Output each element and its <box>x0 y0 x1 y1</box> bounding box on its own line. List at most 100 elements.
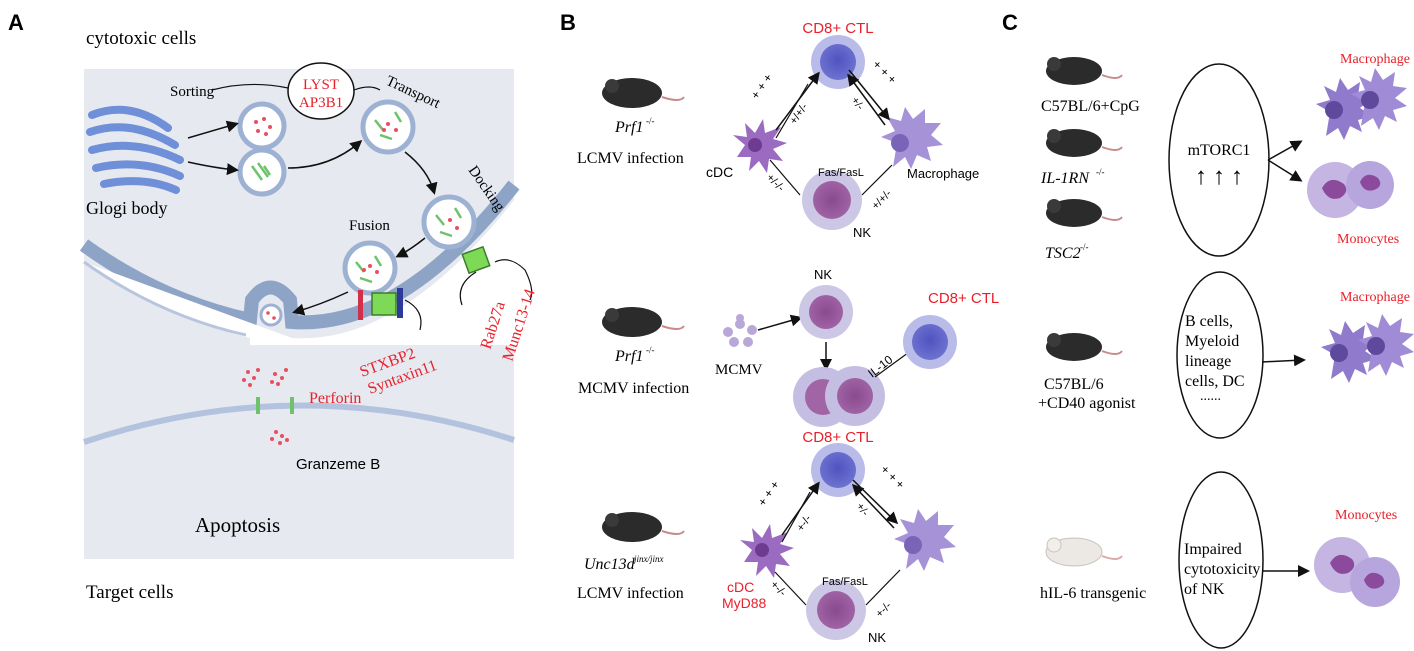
sorting-line <box>211 83 289 91</box>
pm-10: +/- <box>854 501 872 519</box>
il1rn-label: IL-1RN <box>1040 170 1090 187</box>
rab27a-complex <box>461 245 491 275</box>
arrow-golgi-to-granule <box>187 120 239 139</box>
prf1-b-label: Prf1 <box>614 348 643 365</box>
synapse-gap <box>84 200 514 345</box>
prf1-b-sup: -/- <box>646 345 655 355</box>
monocyte-cluster-1 <box>1307 161 1394 218</box>
vesicle-perforin-1 <box>237 147 287 197</box>
bcells-line-2: Myeloid <box>1185 333 1239 350</box>
nk-a-label: NK <box>853 225 871 240</box>
arrow-to-docking <box>404 151 438 195</box>
perforin-pore <box>256 397 294 414</box>
inhibit-nk-to-mac-b <box>865 569 901 606</box>
ap3b1-label: AP3B1 <box>299 95 343 111</box>
fas-a-label: Fas/FasL <box>818 167 864 179</box>
lyst-label: LYST <box>303 77 339 93</box>
bcells-line-1: B cells, <box>1185 313 1233 330</box>
fusion-label: Fusion <box>349 218 390 234</box>
lyst-ellipse <box>287 62 355 120</box>
mtorc1-ellipse <box>1168 63 1270 257</box>
perforin-label: Perforin <box>309 390 361 407</box>
pm-8: +-/- <box>795 513 815 534</box>
panel-a: A cytotoxic cells Glogi body <box>8 10 539 603</box>
bcells-line-3: lineage <box>1185 353 1231 370</box>
arrow-to-macrophage-2 <box>1261 354 1306 367</box>
macrophage-2-label: Macrophage <box>1340 290 1410 305</box>
cytotoxic-cells-label: cytotoxic cells <box>86 28 196 49</box>
tsc2-sup: -/- <box>1080 242 1089 252</box>
arrow-to-release <box>292 291 349 316</box>
inhibit-nk-to-cdc-a <box>769 159 801 196</box>
monocytes-2-label: Monocytes <box>1335 508 1397 523</box>
lcmv-b-label: LCMV infection <box>577 585 684 602</box>
syntaxin-red-bar <box>358 290 363 320</box>
inhibit-nk-to-cdc-b <box>774 571 807 606</box>
panel-b-letter: B <box>560 10 576 35</box>
panel-a-letter: A <box>8 10 24 35</box>
vesicle-granule-1 <box>237 101 287 151</box>
pm-12: +-/- <box>874 600 895 621</box>
panel-c-letter: C <box>1002 10 1018 35</box>
bcells-line-5: ...... <box>1200 389 1221 404</box>
inhibit-nk-to-mac-a <box>861 164 893 196</box>
pm-11: +-/- <box>768 579 789 600</box>
fas-b-label: Fas/FasL <box>822 576 868 588</box>
mouse-c57-cpg <box>1046 57 1123 85</box>
pm-9: + + + <box>878 462 907 491</box>
cd8-top-label: CD8+ CTL <box>802 20 873 37</box>
nk-cell-a <box>802 170 862 230</box>
pm-4: +/- <box>849 95 867 113</box>
cdc-a-label: cDC <box>706 164 733 180</box>
il10-label: IL-10 <box>865 352 895 380</box>
target-membrane <box>83 402 515 445</box>
cdc-b-label: cDC <box>727 579 754 595</box>
myd88-label: MyD88 <box>722 595 767 611</box>
vesicle-released <box>259 303 283 327</box>
mtorc1-label: mTORC1 <box>1188 142 1251 159</box>
vesicle-mixed-transport <box>360 99 416 155</box>
pm-1: + + + <box>748 71 775 102</box>
macrophage-cell-b <box>894 509 956 571</box>
golgi-label: Glogi body <box>86 198 168 218</box>
cytotoxic-membrane <box>79 180 520 330</box>
mtorc1-arrows: ↑ ↑ ↑ <box>1195 164 1243 190</box>
mcmv-label: MCMV <box>715 362 763 378</box>
mouse-il1rn <box>1046 129 1123 157</box>
granzyme-label: Granzeme B <box>296 456 380 473</box>
prf1-a-sup: -/- <box>646 116 655 126</box>
golgi-body <box>86 105 184 194</box>
pm-2: +/+/- <box>788 101 811 127</box>
nk-mid-label: NK <box>814 267 832 282</box>
arrow-mcmv-to-nk <box>757 314 803 331</box>
ctl-cell-bot <box>811 443 865 497</box>
sorting-label: Sorting <box>170 84 215 100</box>
impaired-line-1: Impaired <box>1184 541 1242 558</box>
target-cells-label: Target cells <box>86 582 173 603</box>
arrow-mac-to-ctl-a <box>847 73 886 126</box>
arrow-mac-to-ctl-b <box>851 483 895 529</box>
granzyme-dots-top <box>242 368 288 387</box>
rab27a-callout-2 <box>459 271 477 306</box>
mouse-prf1-lcmv <box>602 78 685 108</box>
bcells-line-4: cells, DC <box>1185 373 1245 390</box>
unc-label: Unc13d <box>584 556 636 573</box>
rab27a-callout <box>494 259 533 301</box>
stxbp2-callout <box>404 299 422 331</box>
monocyte-cluster-2 <box>1314 537 1400 607</box>
apoptosis-label: Apoptosis <box>195 513 280 537</box>
ctl-cell-mid <box>903 315 957 369</box>
impaired-ellipse <box>1178 471 1264 649</box>
cd8-bot-label: CD8+ CTL <box>802 429 873 446</box>
mouse-unc13d <box>602 512 685 542</box>
transport-line <box>353 86 381 91</box>
granzyme-dots-bottom <box>270 430 289 445</box>
tsc2-label: TSC2 <box>1045 245 1081 262</box>
c57-cpg-label: C57BL/6+CpG <box>1041 98 1140 115</box>
cdc-cell-b <box>740 524 794 578</box>
vesicle-docking <box>421 194 477 250</box>
pm-3: + + + <box>870 57 899 86</box>
macrophage-cluster-2 <box>1321 314 1414 383</box>
cd8-mid-label: CD8+ CTL <box>928 290 999 307</box>
